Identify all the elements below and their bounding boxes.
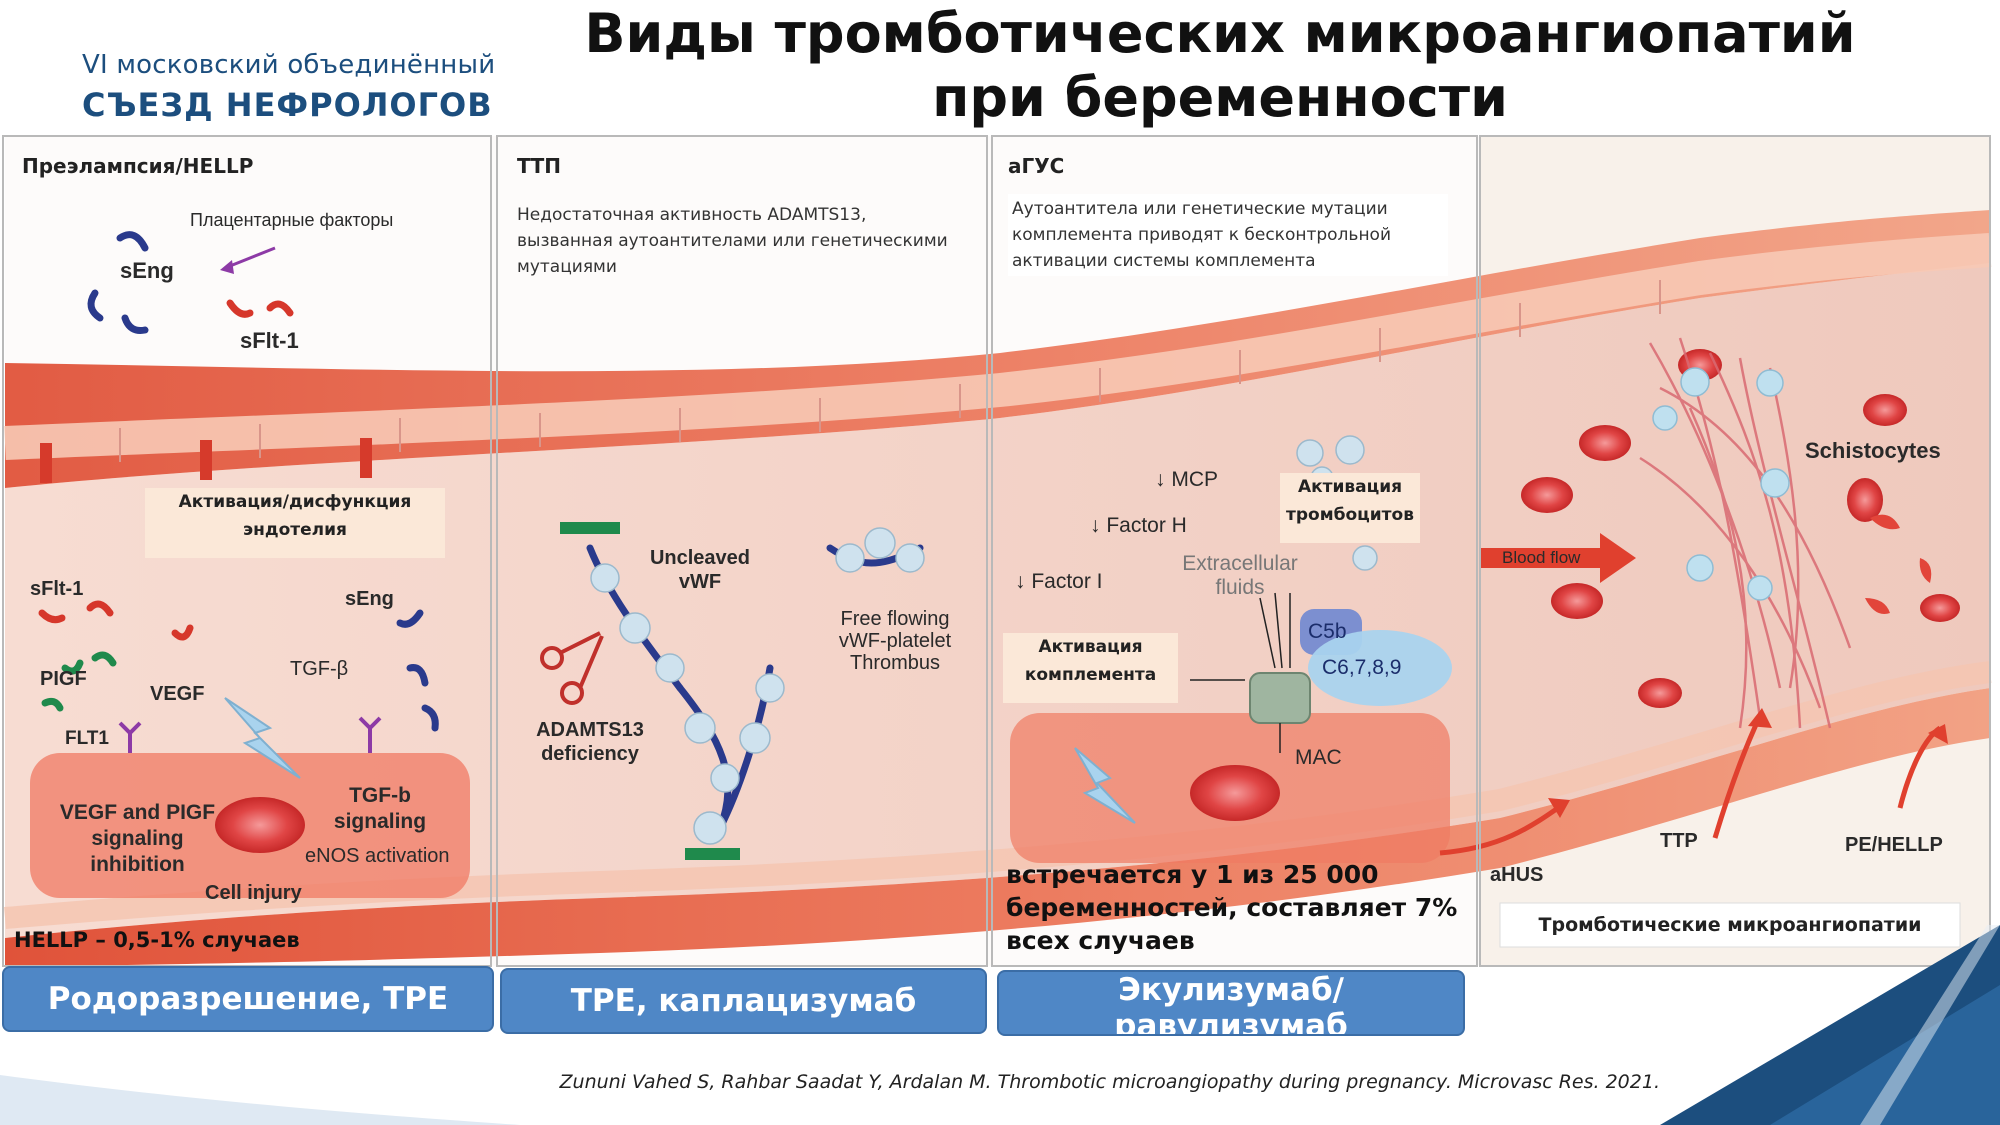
- cell-injury-label: Cell injury: [205, 882, 302, 904]
- free-flowing-label: Free flowing vWF-platelet Thrombus: [838, 608, 952, 674]
- treatment-ttp-button[interactable]: TPE, каплацизумаб: [500, 968, 987, 1034]
- bottom-left-decoration: [0, 1075, 520, 1125]
- schistocytes-label: Schistocytes: [1805, 438, 1941, 463]
- factor-i-label: ↓ Factor I: [1015, 570, 1103, 593]
- mcp-label: ↓ MCP: [1155, 468, 1218, 491]
- tma-figure: Преэлампсия/HELLP Плацентарные факторы s…: [0, 128, 1995, 972]
- c5b-label: C5b: [1308, 620, 1347, 643]
- enos-label: eNOS activation: [305, 845, 450, 867]
- tgfb-label: TGF-β: [290, 658, 349, 680]
- ahus-note: встречается у 1 из 25 000 беременностей,…: [1006, 860, 1458, 955]
- tgfb-signaling-label: TGF-b signaling: [333, 784, 427, 833]
- endothelium-activation-box: Активация/дисфункция эндотелия: [145, 488, 445, 558]
- mac-label: MAC: [1295, 746, 1342, 769]
- treatment-pe-hellp-button[interactable]: Родоразрешение, TPE: [2, 966, 494, 1032]
- vessel-illustration: [2, 135, 1992, 967]
- pe-hellp-label: PE/HELLP: [1845, 834, 1943, 856]
- panel2-description: Недостаточная активность ADAMTS13, вызва…: [517, 205, 948, 277]
- uncleaved-vwf-label: Uncleaved vWF: [649, 547, 751, 593]
- panel2-heading: ТТП: [517, 154, 562, 178]
- platelet-activation-box: Активация тромбоцитов: [1280, 473, 1420, 543]
- factor-h-label: ↓ Factor H: [1090, 514, 1187, 537]
- vegf-inhibition-label: VEGF and PIGF signaling inhibition: [59, 801, 216, 876]
- title-line2: при беременности: [932, 66, 1508, 129]
- treatment-ahus-button[interactable]: Экулизумаб/ равулизумаб: [997, 970, 1465, 1036]
- seng-label: sEng: [345, 588, 394, 610]
- seng-top-label: sEng: [120, 258, 174, 283]
- pigf-label: PIGF: [40, 668, 87, 690]
- panel3-heading: аГУС: [1008, 154, 1065, 178]
- panel3-description: Аутоантитела или генетические мутации ко…: [1008, 194, 1448, 276]
- sflt1-label: sFlt-1: [30, 578, 84, 600]
- page-title: Виды тромботических микроангиопатий при …: [520, 2, 1920, 130]
- logo-line1: VI московский объединённый: [82, 50, 496, 80]
- panel1-heading: Преэлампсия/HELLP: [22, 154, 254, 178]
- vegf-label: VEGF: [150, 683, 205, 705]
- logo-line2: СЪЕЗД НЕФРОЛОГОВ: [82, 86, 493, 124]
- adamts13-deficiency-label: ADAMTS13 deficiency: [536, 719, 644, 765]
- ahus-label: aHUS: [1490, 864, 1544, 886]
- flt1-label: FLT1: [65, 728, 109, 749]
- sflt1-top-label: sFlt-1: [240, 328, 299, 353]
- complement-activation-box: Активация комплемента: [1003, 633, 1178, 703]
- citation: Zununi Vahed S, Rahbar Saadat Y, Ardalan…: [559, 1071, 1660, 1093]
- hellp-note: HELLP – 0,5-1% случаев: [14, 928, 300, 952]
- tma-bottom-label: Тромботические микроангиопатии: [1538, 914, 1922, 936]
- c6789-label: C6,7,8,9: [1322, 656, 1402, 679]
- corner-decoration: [1660, 925, 2000, 1125]
- title-line1: Виды тромботических микроангиопатий: [584, 2, 1856, 65]
- extracellular-fluids-label: Extracellular fluids: [1182, 552, 1298, 599]
- blood-flow-label: Blood flow: [1502, 548, 1581, 567]
- placental-factors-label: Плацентарные факторы: [190, 210, 394, 230]
- ttp-label: TTP: [1660, 830, 1698, 852]
